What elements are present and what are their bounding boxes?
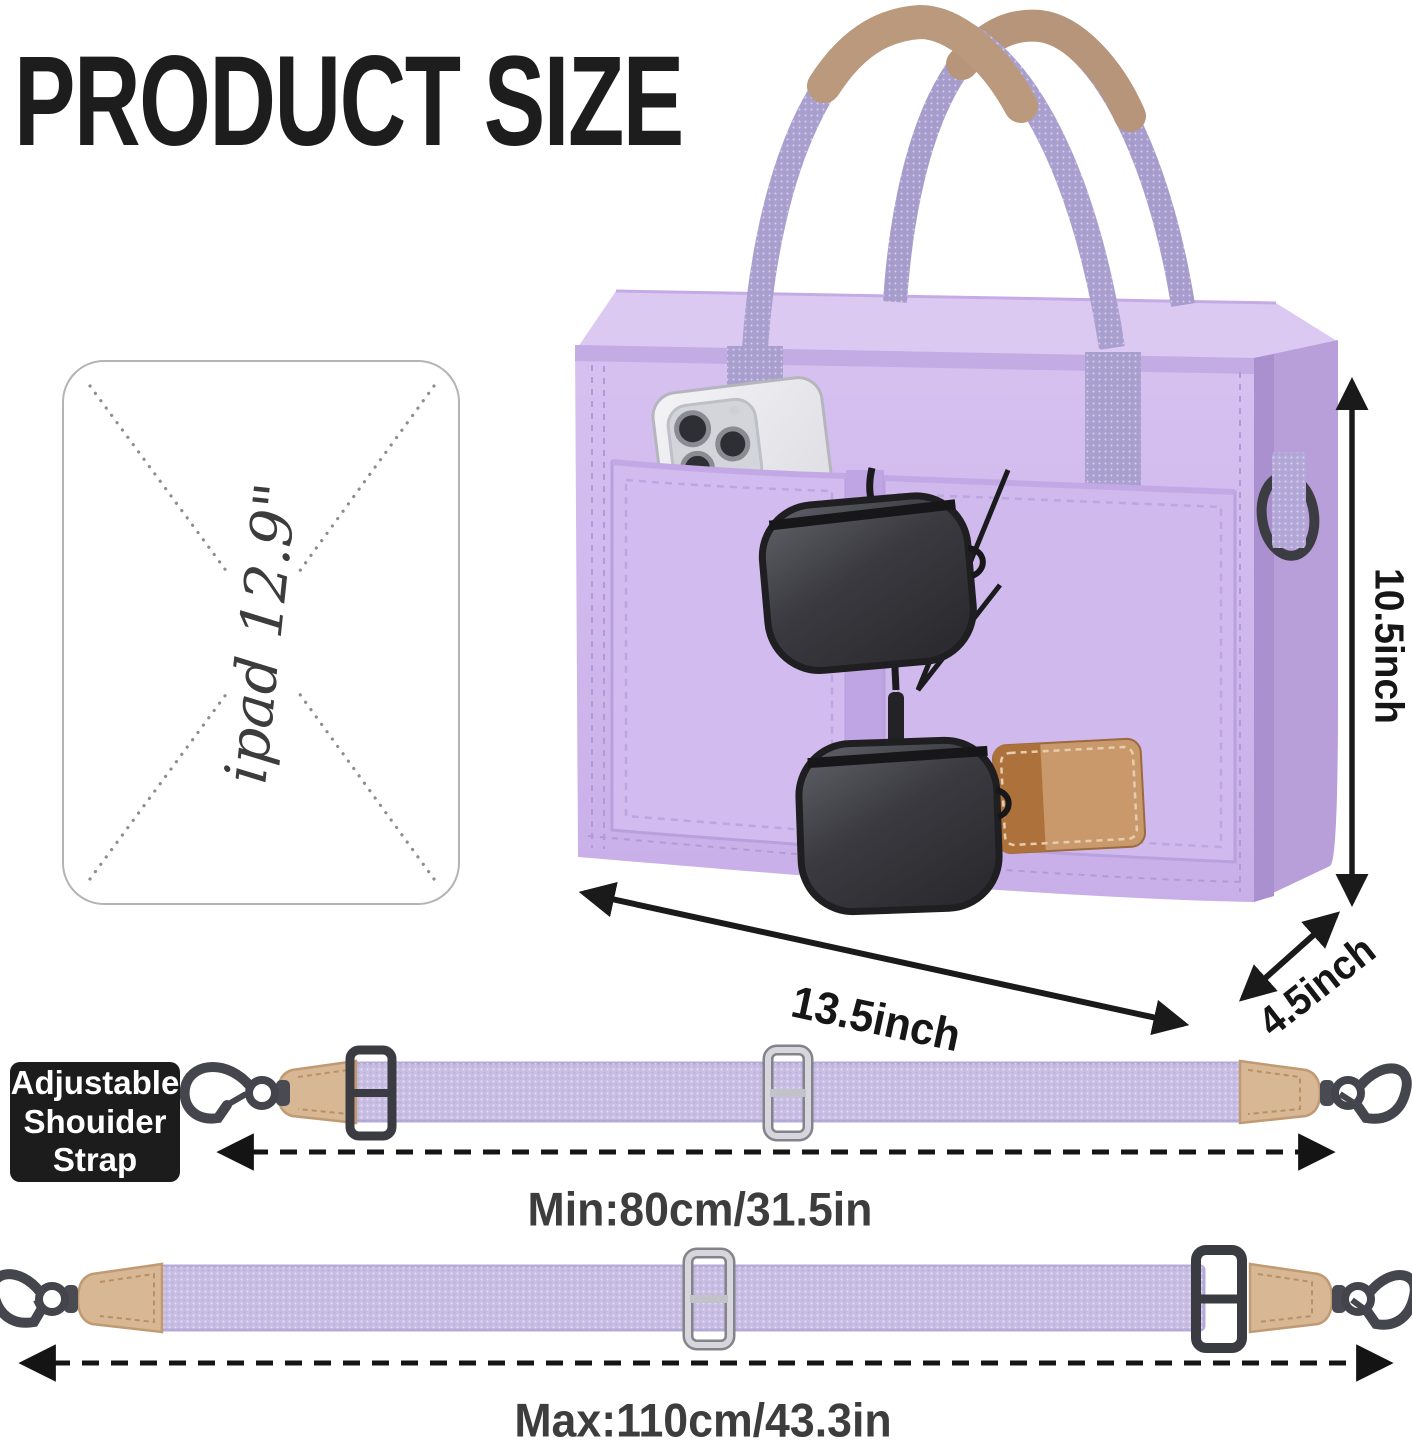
ipad-dotted-x-icon [88,384,436,881]
shoulder-strap-max [0,1245,1412,1353]
swivel-clasp-left-long [0,1269,78,1328]
d-ring [1256,452,1320,561]
tote-bag [575,4,1338,916]
slider-buckle-gunmetal-long [1191,1245,1247,1353]
back-handle [883,9,1195,307]
min-length-label: Min:80cm/31.5in [527,1182,873,1236]
strap-label-line1: Adjustable [10,1063,180,1101]
ipad-outline: ipad 12.9" [62,360,460,905]
front-handle [742,4,1125,350]
page-title: PRODUCT SIZE [14,30,684,173]
depth-arrow [1238,911,1341,1002]
swivel-clasp-right-long [1332,1270,1412,1330]
dimension-arrows [578,377,1369,1036]
strap-label-line2: Shouider [23,1102,167,1140]
strap-label-line3: Strap [52,1141,138,1179]
leather-patch [991,737,1147,855]
swivel-clasp-left [179,1062,290,1124]
sunglasses [758,467,1012,916]
front-handle-leather-grip [807,4,1038,123]
swivel-clasp-right [1320,1063,1412,1124]
width-arrow [578,881,1190,1036]
height-dimension-label: 10.5inch [1366,568,1412,724]
max-length-label: Max:110cm/43.3in [514,1393,892,1446]
adjustable-strap-label: Adjustable Shouider Strap [10,1062,180,1182]
shoulder-strap-min [179,1044,1412,1142]
